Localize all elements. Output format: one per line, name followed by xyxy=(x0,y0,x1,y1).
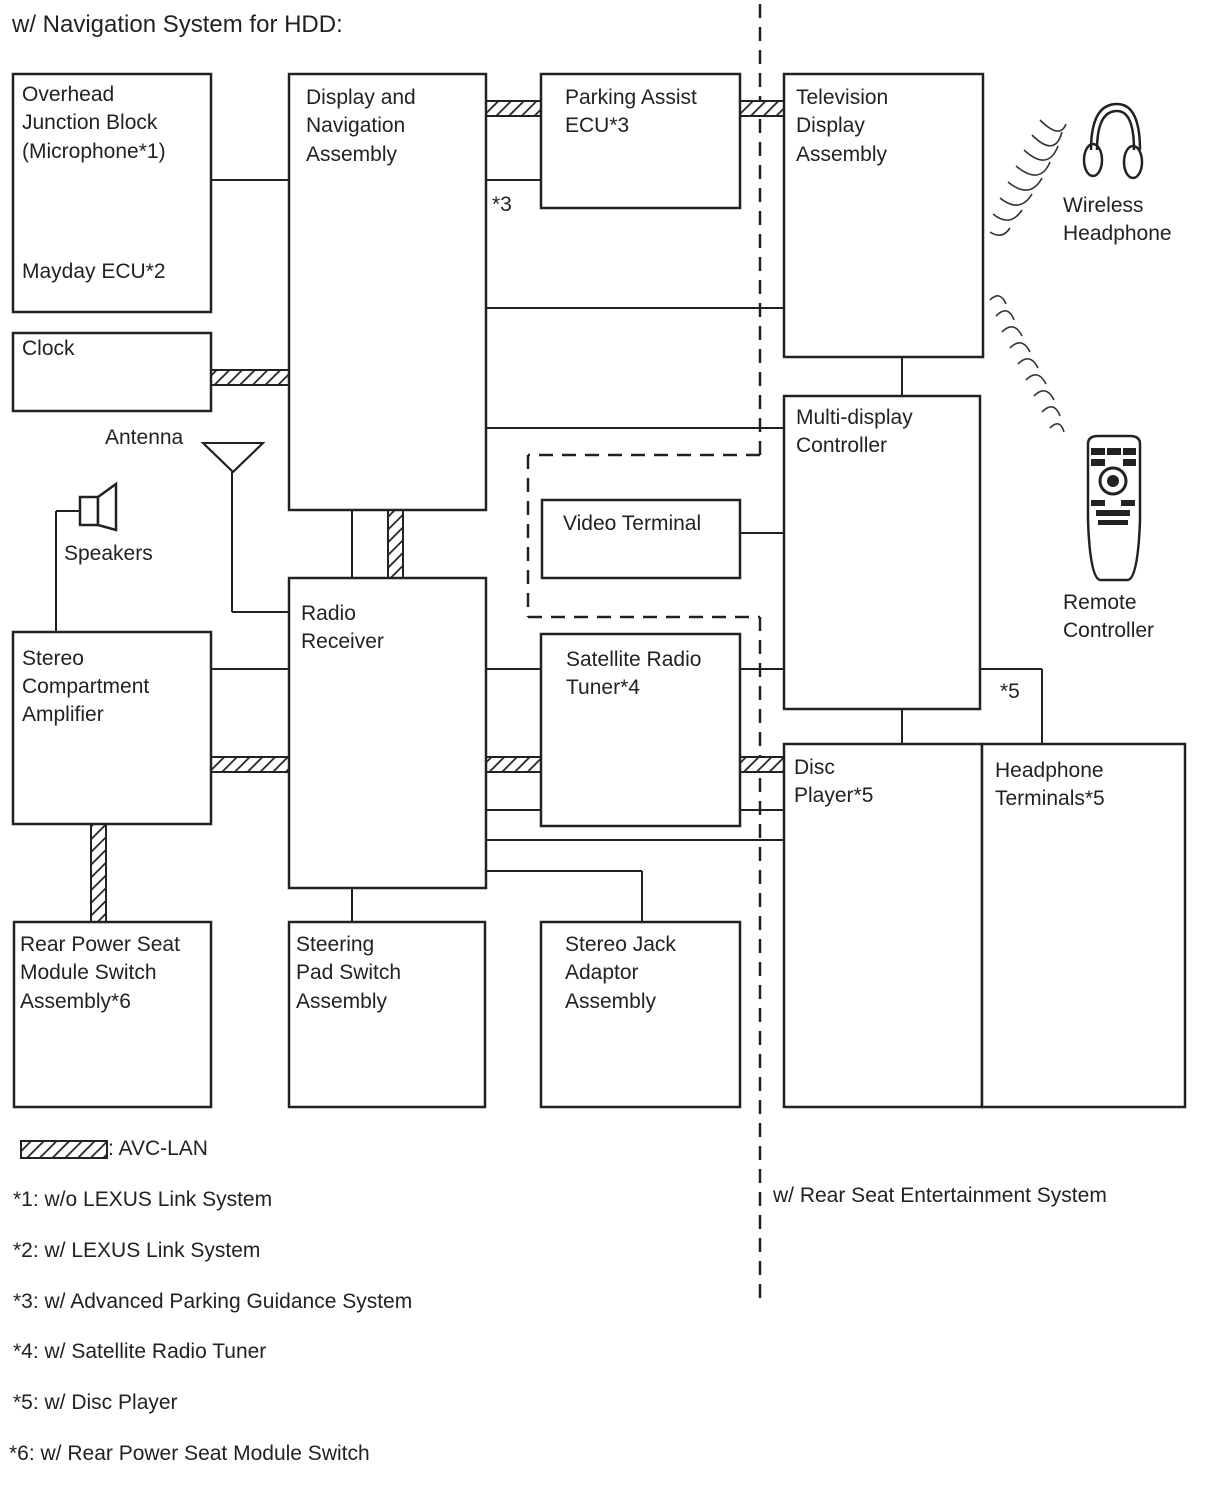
rear-seat-entertainment-label: w/ Rear Seat Entertainment System xyxy=(772,1184,1107,1207)
radio-receiver: Radio Receiver xyxy=(287,576,488,890)
mayday-ecu-label: Mayday ECU*2 xyxy=(22,260,166,283)
legend-note-5: *5: w/ Disc Player xyxy=(13,1391,178,1414)
legend: : AVC-LAN *1: w/o LEXUS Link System *2: … xyxy=(9,1137,412,1465)
satellite-radio-tuner: Satellite Radio Tuner*4 xyxy=(539,632,742,828)
headphone-terminals-line1: Headphone xyxy=(995,759,1104,782)
stereo-amplifier-line3: Amplifier xyxy=(22,703,104,726)
television-display-line1: Television xyxy=(796,86,888,109)
display-navigation-line1: Display and xyxy=(306,86,416,109)
legend-note-4: *4: w/ Satellite Radio Tuner xyxy=(13,1340,266,1363)
multi-display-controller: Multi-display Controller xyxy=(782,394,982,711)
avc-lan-display-parking xyxy=(485,100,542,117)
speakers-label: Speakers xyxy=(64,542,153,565)
antenna-label: Antenna xyxy=(105,426,184,449)
video-terminal-label: Video Terminal xyxy=(563,512,701,535)
display-navigation-line2: Navigation xyxy=(306,114,405,137)
radio-receiver-line2: Receiver xyxy=(301,630,384,653)
steering-pad-line2: Pad Switch xyxy=(296,961,401,984)
wire-connections xyxy=(55,179,1043,922)
antenna-icon xyxy=(200,442,266,474)
disc-player-line1: Disc xyxy=(794,756,835,779)
television-display-line2: Display xyxy=(796,114,865,137)
satellite-tuner-line2: Tuner*4 xyxy=(566,676,640,699)
clock-label: Clock xyxy=(22,337,75,360)
avc-lan-buses xyxy=(90,100,785,923)
multi-display-line1: Multi-display xyxy=(796,406,913,429)
legend-note-2: *2: w/ LEXUS Link System xyxy=(13,1239,260,1262)
diagram-title: w/ Navigation System for HDD: xyxy=(11,11,343,38)
headphone-icon xyxy=(1082,102,1144,180)
avc-lan-display-radio xyxy=(387,509,404,579)
disc-player-line2: Player*5 xyxy=(794,784,873,807)
rear-seat-boundary xyxy=(526,4,762,1300)
steering-pad-line3: Assembly xyxy=(296,990,388,1013)
parking-assist-line1: Parking Assist xyxy=(565,86,697,109)
avc-lan-legend-swatch xyxy=(20,1140,108,1159)
legend-note-3: *3: w/ Advanced Parking Guidance System xyxy=(13,1290,412,1313)
rear-power-seat-line3: Assembly*6 xyxy=(20,990,131,1013)
parking-assist-line2: ECU*3 xyxy=(565,114,629,137)
satellite-tuner-line1: Satellite Radio xyxy=(566,648,701,671)
stereo-jack-line2: Adaptor xyxy=(565,961,639,984)
multi-display-note: *5 xyxy=(1000,680,1020,703)
rear-power-seat-module: Rear Power Seat Module Switch Assembly*6 xyxy=(12,920,213,1109)
avc-lan-satellite-disc xyxy=(739,756,785,773)
clock: Clock xyxy=(11,331,213,413)
wireless-headphone-line2: Headphone xyxy=(1063,222,1172,245)
stereo-compartment-amplifier: Stereo Compartment Amplifier xyxy=(11,630,213,826)
television-display-line3: Assembly xyxy=(796,143,888,166)
headphone-terminals: Headphone Terminals*5 xyxy=(980,742,1187,1109)
rear-power-seat-line1: Rear Power Seat xyxy=(20,933,180,956)
avc-lan-radio-satellite xyxy=(485,756,542,773)
stereo-amplifier-line2: Compartment xyxy=(22,675,149,698)
wireless-signal-icon xyxy=(989,119,1067,236)
stereo-jack-line1: Stereo Jack xyxy=(565,933,676,956)
overhead-junction-line3: (Microphone*1) xyxy=(22,140,166,163)
avc-lan-clock-display xyxy=(210,369,290,386)
overhead-junction-line2: Junction Block xyxy=(22,111,158,134)
overhead-junction-block: Overhead Junction Block (Microphone*1) M… xyxy=(11,72,213,314)
radio-receiver-line1: Radio xyxy=(301,602,356,625)
stereo-jack-line3: Assembly xyxy=(565,990,657,1013)
multi-display-line2: Controller xyxy=(796,434,887,457)
headphone-terminals-line2: Terminals*5 xyxy=(995,787,1105,810)
remote-controller-line2: Controller xyxy=(1063,619,1154,642)
remote-controller-icon xyxy=(1086,434,1142,582)
avc-lan-amplifier-radio xyxy=(210,756,290,773)
rear-power-seat-line2: Module Switch xyxy=(20,961,157,984)
parking-assist-note: *3 xyxy=(492,193,512,216)
remote-controller-line1: Remote xyxy=(1063,591,1137,614)
overhead-junction-line1: Overhead xyxy=(22,83,114,106)
parking-assist-ecu: Parking Assist ECU*3 xyxy=(539,72,742,210)
disc-player: Disc Player*5 xyxy=(782,742,984,1109)
video-terminal: Video Terminal xyxy=(540,498,742,580)
wireless-headphone-line1: Wireless xyxy=(1063,194,1144,217)
legend-note-1: *1: w/o LEXUS Link System xyxy=(13,1188,272,1211)
display-navigation-assembly: Display and Navigation Assembly xyxy=(287,72,488,512)
stereo-amplifier-line1: Stereo xyxy=(22,647,84,670)
stereo-jack-adaptor: Stereo Jack Adaptor Assembly xyxy=(539,920,742,1109)
television-display-assembly: Television Display Assembly xyxy=(782,72,985,359)
steering-pad-line1: Steering xyxy=(296,933,374,956)
display-navigation-line3: Assembly xyxy=(306,143,398,166)
legend-note-6: *6: w/ Rear Power Seat Module Switch xyxy=(9,1442,370,1465)
remote-signal-icon xyxy=(989,295,1065,433)
avc-lan-amplifier-rearseat xyxy=(90,823,107,923)
steering-pad-switch: Steering Pad Switch Assembly xyxy=(287,920,487,1109)
avc-lan-parking-tv xyxy=(739,100,785,117)
speaker-icon xyxy=(78,481,118,532)
avc-lan-legend-label: : AVC-LAN xyxy=(108,1137,208,1160)
